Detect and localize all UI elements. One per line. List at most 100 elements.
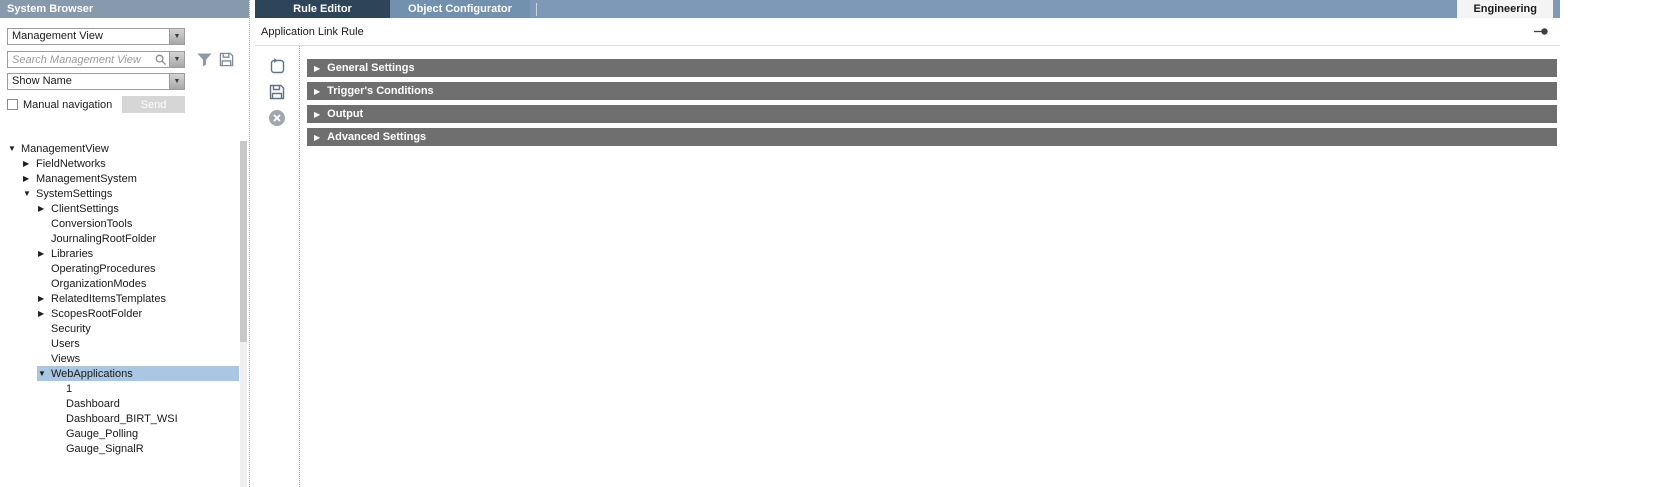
tree-row: ▼ SystemSettings [0, 186, 239, 201]
tree-row: Gauge_SignalR [0, 441, 239, 456]
expand-icon[interactable]: ▶ [38, 309, 45, 318]
delete-icon [269, 110, 285, 126]
manual-navigation-checkbox[interactable] [7, 99, 18, 110]
engineering-mode-button[interactable]: Engineering [1457, 0, 1553, 18]
delete-button[interactable] [265, 106, 289, 130]
tree-item-users[interactable]: Users [37, 336, 239, 351]
tree-item-clientsettings[interactable]: ▶ ClientSettings [37, 201, 239, 216]
tree-item-gauge_polling[interactable]: Gauge_Polling [52, 426, 239, 441]
tree-row: Security [0, 321, 239, 336]
expand-icon[interactable]: ▶ [23, 174, 30, 183]
tree-item-systemsettings[interactable]: ▼ SystemSettings [22, 186, 239, 201]
tree-item-label[interactable]: Dashboard [66, 397, 120, 410]
tree-item-dashboard_birt_wsi[interactable]: Dashboard_BIRT_WSI [52, 411, 239, 426]
tab-object-configurator[interactable]: Object Configurator [390, 0, 530, 18]
filter-button[interactable] [197, 53, 212, 67]
expand-icon: ▶ [314, 132, 321, 142]
tree-row: ▼ WebApplications [0, 366, 239, 381]
tree-item-webapplications[interactable]: ▼ WebApplications [37, 366, 239, 381]
section-header-advanced-settings[interactable]: ▶Advanced Settings [307, 128, 1557, 146]
tree-item-organizationmodes[interactable]: OrganizationModes [37, 276, 239, 291]
link-node-button[interactable] [1534, 27, 1548, 36]
tree-item-gauge_signalr[interactable]: Gauge_SignalR [52, 441, 239, 456]
tree-item-conversiontools[interactable]: ConversionTools [37, 216, 239, 231]
tree-row: ▶ ScopesRootFolder [0, 306, 239, 321]
tree-item-label[interactable]: SystemSettings [36, 187, 113, 200]
send-button[interactable]: Send [122, 96, 185, 113]
tree-item-label[interactable]: Gauge_SignalR [66, 442, 144, 455]
section-header-general-settings[interactable]: ▶General Settings [307, 59, 1557, 77]
chevron-down-icon[interactable]: ▼ [169, 52, 184, 67]
tree-item-label[interactable]: FieldNetworks [36, 157, 106, 170]
tree-item-label[interactable]: Views [51, 352, 81, 365]
tree-item-label[interactable]: OrganizationModes [51, 277, 147, 290]
tree-item-label[interactable]: ManagementView [21, 142, 109, 155]
tree-item-1[interactable]: 1 [52, 381, 239, 396]
display-mode-selector[interactable]: Show Name ▼ [7, 73, 185, 90]
tree-item-managementsystem[interactable]: ▶ ManagementSystem [22, 171, 239, 186]
sidebar-controls: Management View ▼ ▼ [0, 18, 249, 113]
tree-item-dashboard[interactable]: Dashboard [52, 396, 239, 411]
tree-item-label[interactable]: ScopesRootFolder [51, 307, 143, 320]
tree-item-scopesrootfolder[interactable]: ▶ ScopesRootFolder [37, 306, 239, 321]
section-header-trigger-s-conditions[interactable]: ▶Trigger's Conditions [307, 82, 1557, 100]
app-window: System Browser Management View ▼ ▼ [0, 0, 1560, 487]
tree: ▼ ManagementView ▶ FieldNetworks ▶ Management… [0, 141, 249, 487]
collapse-icon[interactable]: ▼ [38, 369, 46, 378]
tree-row: ▶ ManagementSystem [0, 171, 239, 186]
display-mode-value: Show Name [12, 75, 72, 87]
tree-item-label[interactable]: Dashboard_BIRT_WSI [66, 412, 178, 425]
tree-item-label[interactable]: OperatingProcedures [51, 262, 156, 275]
expand-icon: ▶ [314, 86, 321, 96]
tree-item-security[interactable]: Security [37, 321, 239, 336]
tree-item-label[interactable]: Libraries [51, 247, 94, 260]
tree-scrollbar[interactable] [240, 141, 247, 487]
system-browser-panel: System Browser Management View ▼ ▼ [0, 0, 250, 487]
tree-item-operatingprocedures[interactable]: OperatingProcedures [37, 261, 239, 276]
search-icon[interactable] [152, 54, 169, 66]
tree-item-label[interactable]: ConversionTools [51, 217, 133, 230]
editor-body: ▶General Settings▶Trigger's Conditions▶O… [255, 46, 1560, 487]
tree-item-libraries[interactable]: ▶ Libraries [37, 246, 239, 261]
save-filter-button[interactable] [219, 52, 234, 67]
tree-item-label[interactable]: JournalingRootFolder [51, 232, 157, 245]
expand-icon[interactable]: ▶ [38, 249, 45, 258]
tab-rule-editor[interactable]: Rule Editor [255, 0, 390, 18]
tree-item-label[interactable]: 1 [66, 382, 73, 395]
tab-separator [536, 3, 537, 16]
expand-icon: ▶ [314, 63, 321, 73]
tree-item-journalingrootfolder[interactable]: JournalingRootFolder [37, 231, 239, 246]
expand-icon[interactable]: ▶ [38, 294, 45, 303]
tree-item-label[interactable]: ClientSettings [51, 202, 119, 215]
collapse-icon[interactable]: ▼ [8, 144, 16, 153]
chevron-down-icon[interactable]: ▼ [169, 74, 184, 89]
scrollbar-thumb[interactable] [240, 141, 247, 342]
tree-row: ▶ Libraries [0, 246, 239, 261]
tree-item-label[interactable]: ManagementSystem [36, 172, 137, 185]
tree-item-views[interactable]: Views [37, 351, 239, 366]
refresh-button[interactable] [265, 54, 289, 78]
view-selector[interactable]: Management View ▼ [7, 28, 185, 45]
tree-item-label[interactable]: RelatedItemsTemplates [51, 292, 166, 305]
save-button[interactable] [265, 80, 289, 104]
tree-row: ▶ RelatedItemsTemplates [0, 291, 239, 306]
tree-row: ▶ FieldNetworks [0, 156, 239, 171]
tree-item-label[interactable]: WebApplications [51, 367, 133, 380]
search-input[interactable] [8, 52, 152, 67]
tree-row: Dashboard_BIRT_WSI [0, 411, 239, 426]
expand-icon[interactable]: ▶ [23, 159, 30, 168]
tree-item-relateditemstemplates[interactable]: ▶ RelatedItemsTemplates [37, 291, 239, 306]
expand-icon[interactable]: ▶ [38, 204, 45, 213]
tree-item-label[interactable]: Gauge_Polling [66, 427, 139, 440]
collapse-icon[interactable]: ▼ [23, 189, 31, 198]
tree-item-label[interactable]: Users [51, 337, 80, 350]
refresh-icon [270, 58, 285, 74]
tree-item-label[interactable]: Security [51, 322, 91, 335]
section-header-output[interactable]: ▶ Output [307, 105, 1557, 123]
tree-item-managementview[interactable]: ▼ ManagementView [7, 141, 239, 156]
section-label: Output [327, 108, 364, 120]
expand-icon: ▶ [314, 109, 321, 119]
chevron-down-icon[interactable]: ▼ [169, 29, 184, 44]
tab-strip: Rule Editor Object Configurator Engineer… [255, 0, 1560, 18]
tree-item-fieldnetworks[interactable]: ▶ FieldNetworks [22, 156, 239, 171]
